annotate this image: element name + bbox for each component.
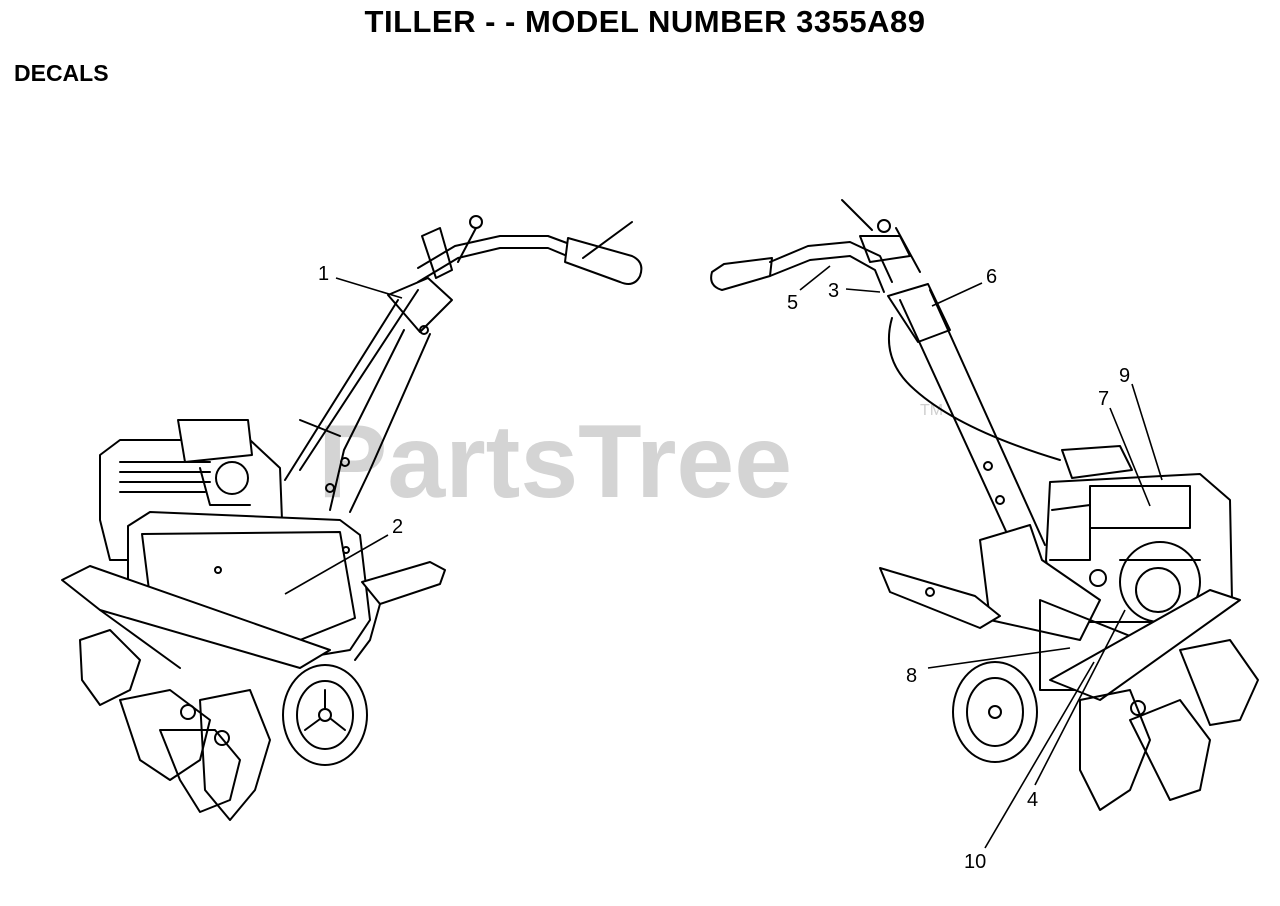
callout-4: 4 [1027,789,1038,811]
right-tiller-illustration [710,199,1259,811]
callout-7: 7 [1098,388,1109,410]
watermark-trademark: TM [920,402,943,419]
callout-2: 2 [392,516,403,538]
callout-8: 8 [906,665,917,687]
watermark: PartsTree [318,404,792,520]
callout-5: 5 [787,292,798,314]
callout-10: 10 [964,851,986,873]
section-label: DECALS [14,60,109,86]
callout-leaders [284,265,1163,849]
callout-1: 1 [318,263,329,285]
left-tiller-illustration [61,215,643,821]
callout-3: 3 [828,280,839,302]
page-title: TILLER - - MODEL NUMBER 3355A89 [364,4,926,39]
callout-6: 6 [986,266,997,288]
callout-9: 9 [1119,365,1130,387]
